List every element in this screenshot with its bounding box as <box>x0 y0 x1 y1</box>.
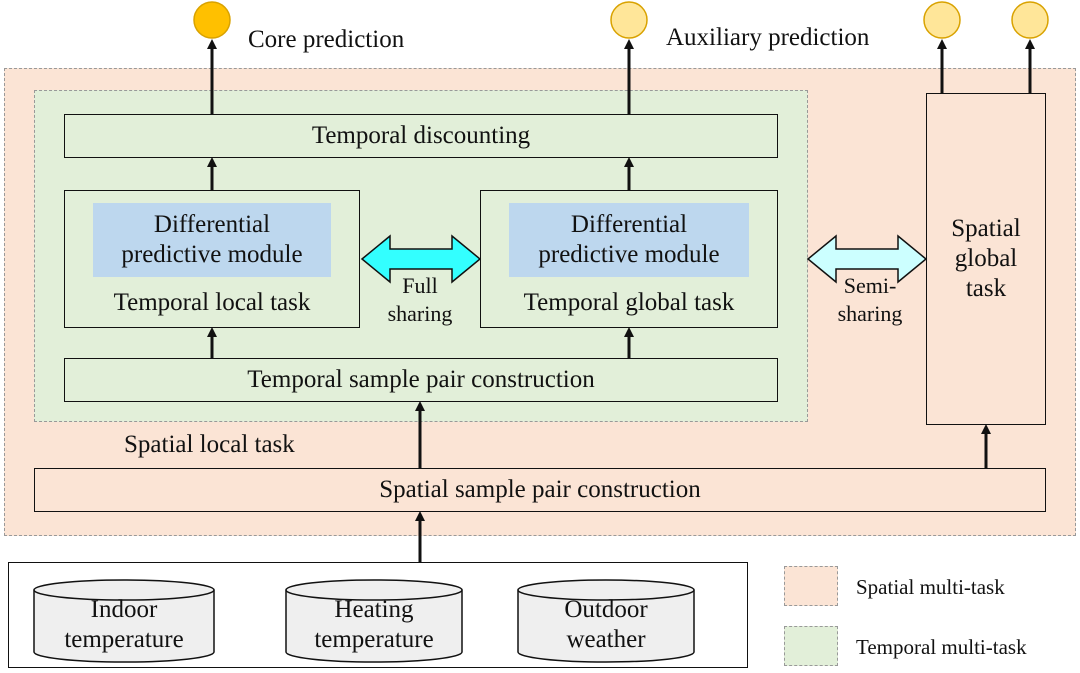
spatial-output-circle-2 <box>1011 1 1049 39</box>
legend-temporal-label: Temporal multi-task <box>856 635 1027 659</box>
spatial-global-line2: global <box>954 245 1018 272</box>
legend-temporal-swatch <box>784 626 838 666</box>
temporal-local-task-box: Differential predictive module Temporal … <box>64 190 360 328</box>
spatial-output-circle-1 <box>923 1 961 39</box>
temporal-sample-pair-box: Temporal sample pair construction <box>64 358 778 402</box>
spatial-global-task-box: Spatial global task <box>926 93 1046 425</box>
input-line1: Indoor <box>90 596 158 623</box>
module-line2: predictive module <box>121 241 303 268</box>
full-sharing-label: Full sharing <box>370 272 470 328</box>
spatial-global-line1: Spatial <box>951 215 1021 242</box>
input-label-heating: Heating temperature <box>286 595 462 655</box>
spatial-sample-pair-box: Spatial sample pair construction <box>34 468 1046 512</box>
input-line2: temperature <box>64 626 184 653</box>
temporal-discounting-box: Temporal discounting <box>64 114 778 158</box>
legend-spatial-swatch <box>784 566 838 606</box>
differential-predictive-module-local: Differential predictive module <box>93 203 331 277</box>
semi-sharing-line2: sharing <box>837 301 903 326</box>
semi-sharing-label: Semi- sharing <box>815 272 925 328</box>
temporal-local-task-label: Temporal local task <box>113 289 311 316</box>
legend-spatial-label: Spatial multi-task <box>856 575 1005 599</box>
input-line1: Heating <box>334 596 414 623</box>
indoor-temperature-cylinder <box>33 579 215 663</box>
full-sharing-line2: sharing <box>387 301 453 326</box>
temporal-global-task-box: Differential predictive module Temporal … <box>480 190 778 328</box>
module-line1: Differential <box>570 211 688 238</box>
core-prediction-label: Core prediction <box>248 26 405 53</box>
core-output-circle <box>193 1 231 39</box>
input-line1: Outdoor <box>564 596 648 623</box>
input-label-indoor: Indoor temperature <box>34 595 214 655</box>
semi-sharing-line1: Semi- <box>843 273 897 298</box>
outdoor-weather-cylinder <box>517 579 695 663</box>
input-line2: temperature <box>314 626 434 653</box>
temporal-global-task-label: Temporal global task <box>523 289 735 316</box>
spatial-global-line3: task <box>965 275 1007 302</box>
auxiliary-output-circle <box>610 1 648 39</box>
module-line1: Differential <box>153 211 271 238</box>
input-label-outdoor: Outdoor weather <box>518 595 694 655</box>
auxiliary-prediction-label: Auxiliary prediction <box>666 24 870 51</box>
full-sharing-arrow <box>360 234 482 284</box>
module-line2: predictive module <box>538 241 720 268</box>
heating-temperature-cylinder <box>285 579 463 663</box>
spatial-local-task-label: Spatial local task <box>124 431 295 458</box>
input-line2: weather <box>566 626 646 653</box>
full-sharing-line1: Full <box>402 273 438 298</box>
differential-predictive-module-global: Differential predictive module <box>509 203 749 277</box>
semi-sharing-arrow <box>806 234 928 284</box>
